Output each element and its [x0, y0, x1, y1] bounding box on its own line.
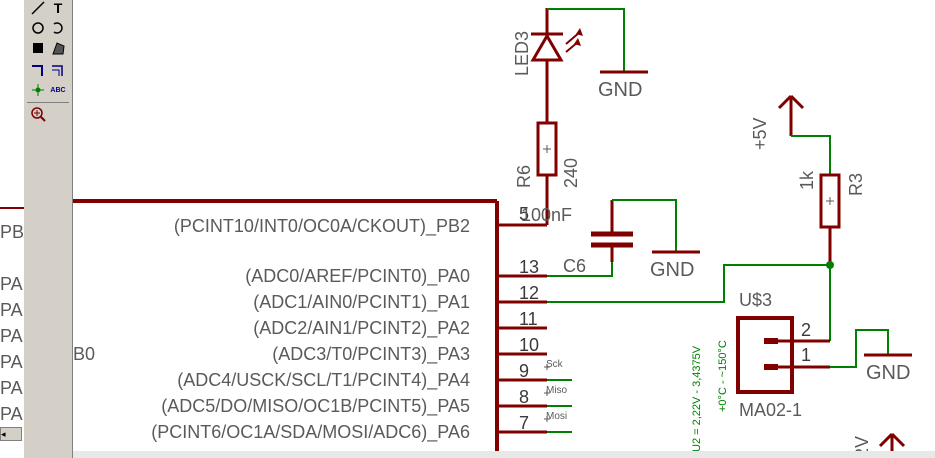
pin-name: (PCINT10/INT0/OC0A/CKOUT)_PB2 — [174, 216, 470, 237]
ic-pins[interactable] — [497, 223, 547, 434]
c6-value: 100nF — [521, 205, 572, 225]
pin-name: (PCINT6/OC1A/SDA/MOSI/ADC6)_PA6 — [151, 422, 470, 443]
u3-gnd-wire — [830, 329, 912, 368]
left-partial-labels: PB PA PA PA PA PA PA B0 — [0, 222, 95, 424]
pin-number: 13 — [519, 257, 539, 277]
net-labels: Sck Miso Mosi — [546, 359, 568, 422]
bus-icon[interactable] — [30, 62, 46, 78]
gnd-label: GND — [866, 362, 910, 384]
left-pa-label: PA — [0, 274, 23, 294]
pin-number: 7 — [519, 413, 529, 433]
text-icon[interactable]: T — [50, 0, 66, 16]
left-scroll-arrow[interactable]: ◂ — [0, 427, 22, 441]
ic-pin-numbers: 5 13 12 11 10 9 8 7 — [519, 204, 539, 433]
temperature-range-annotation: +0°C - ~150°C — [717, 340, 729, 412]
r6-name: R6 — [514, 165, 534, 188]
left-pa-label: PA — [0, 378, 23, 398]
pin-name: (ADC1/AIN0/PCINT1)_PA1 — [253, 292, 470, 313]
u3-value: MA02-1 — [739, 400, 802, 420]
arc-icon[interactable] — [50, 20, 66, 36]
supply-5v-symbol — [777, 94, 831, 175]
pa1-net — [547, 264, 830, 303]
net-icon[interactable] — [50, 62, 66, 78]
text-tool-glyph: T — [53, 0, 63, 16]
net-label-sck: Sck — [546, 359, 564, 370]
gnd-label: GND — [650, 259, 694, 281]
r6-value: 240 — [561, 158, 581, 188]
left-b0-fragment: B0 — [73, 344, 95, 364]
pin-number: 5 — [519, 204, 529, 224]
left-pa-label: PA — [0, 404, 23, 424]
pin-name: (ADC2/AIN1/PCINT2)_PA2 — [253, 318, 470, 339]
net-label-crosses — [544, 364, 550, 422]
c6-part[interactable]: 100nF — [521, 199, 700, 277]
u3-pin-2: 2 — [801, 320, 811, 340]
pin-number: 10 — [519, 335, 539, 355]
line-icon[interactable] — [30, 0, 46, 16]
label-tool-glyph: ABC — [50, 86, 66, 94]
r3-value: 1k — [797, 170, 817, 190]
u3-name: U$3 — [739, 290, 772, 310]
u3-pin-1: 1 — [801, 345, 811, 365]
net-label-mosi: Mosi — [546, 411, 567, 422]
pin-number: 12 — [519, 283, 539, 303]
junction-icon[interactable] — [30, 82, 46, 98]
pin-number: 9 — [519, 361, 529, 381]
polygon-icon[interactable] — [50, 40, 66, 56]
led3-label: LED3 — [512, 31, 532, 76]
supply-5v-label: +5V — [750, 117, 770, 150]
label-icon[interactable]: ABC — [50, 82, 66, 98]
pin-number: 8 — [519, 387, 529, 407]
voltage-range-annotation: U2 = 2,22V - 3,4375V — [691, 345, 703, 452]
circle-icon[interactable] — [30, 20, 46, 36]
left-pa-label: PA — [0, 300, 23, 320]
rect-icon[interactable] — [30, 40, 46, 56]
pin-name: (ADC5/DO/MISO/OC1B/PCINT5)_PA5 — [161, 396, 470, 417]
left-pb-label: PB — [0, 222, 24, 242]
r6-part[interactable] — [536, 95, 558, 225]
r3-name: R3 — [846, 173, 866, 196]
pin-name: (ADC3/T0/PCINT3)_PA3 — [272, 344, 470, 365]
led3-part[interactable] — [530, 8, 583, 95]
pin-number: 11 — [519, 309, 538, 329]
u3-connector[interactable] — [736, 316, 830, 394]
gnd-label: GND — [598, 79, 642, 101]
toolbar-divider — [27, 102, 69, 103]
r3-part[interactable] — [819, 173, 841, 265]
net-label-miso: Miso — [546, 385, 568, 396]
c6-name: C6 — [563, 256, 586, 276]
ic-pin-names: (PCINT10/INT0/OC0A/CKOUT)_PB2 (ADC0/AREF… — [151, 216, 470, 443]
pin-name: (ADC4/USCK/SCL/T1/PCINT4)_PA4 — [177, 370, 470, 391]
left-pa-label: PA — [0, 326, 23, 346]
horizontal-scrollbar[interactable] — [73, 451, 935, 458]
net-stubs[interactable] — [547, 379, 572, 433]
errc-icon[interactable] — [30, 106, 46, 122]
led-gnd-wire — [547, 8, 625, 72]
drawing-toolbar: T ABC — [24, 0, 73, 458]
left-pa-label: PA — [0, 352, 23, 372]
pin-name: (ADC0/AREF/PCINT0)_PA0 — [245, 266, 470, 287]
